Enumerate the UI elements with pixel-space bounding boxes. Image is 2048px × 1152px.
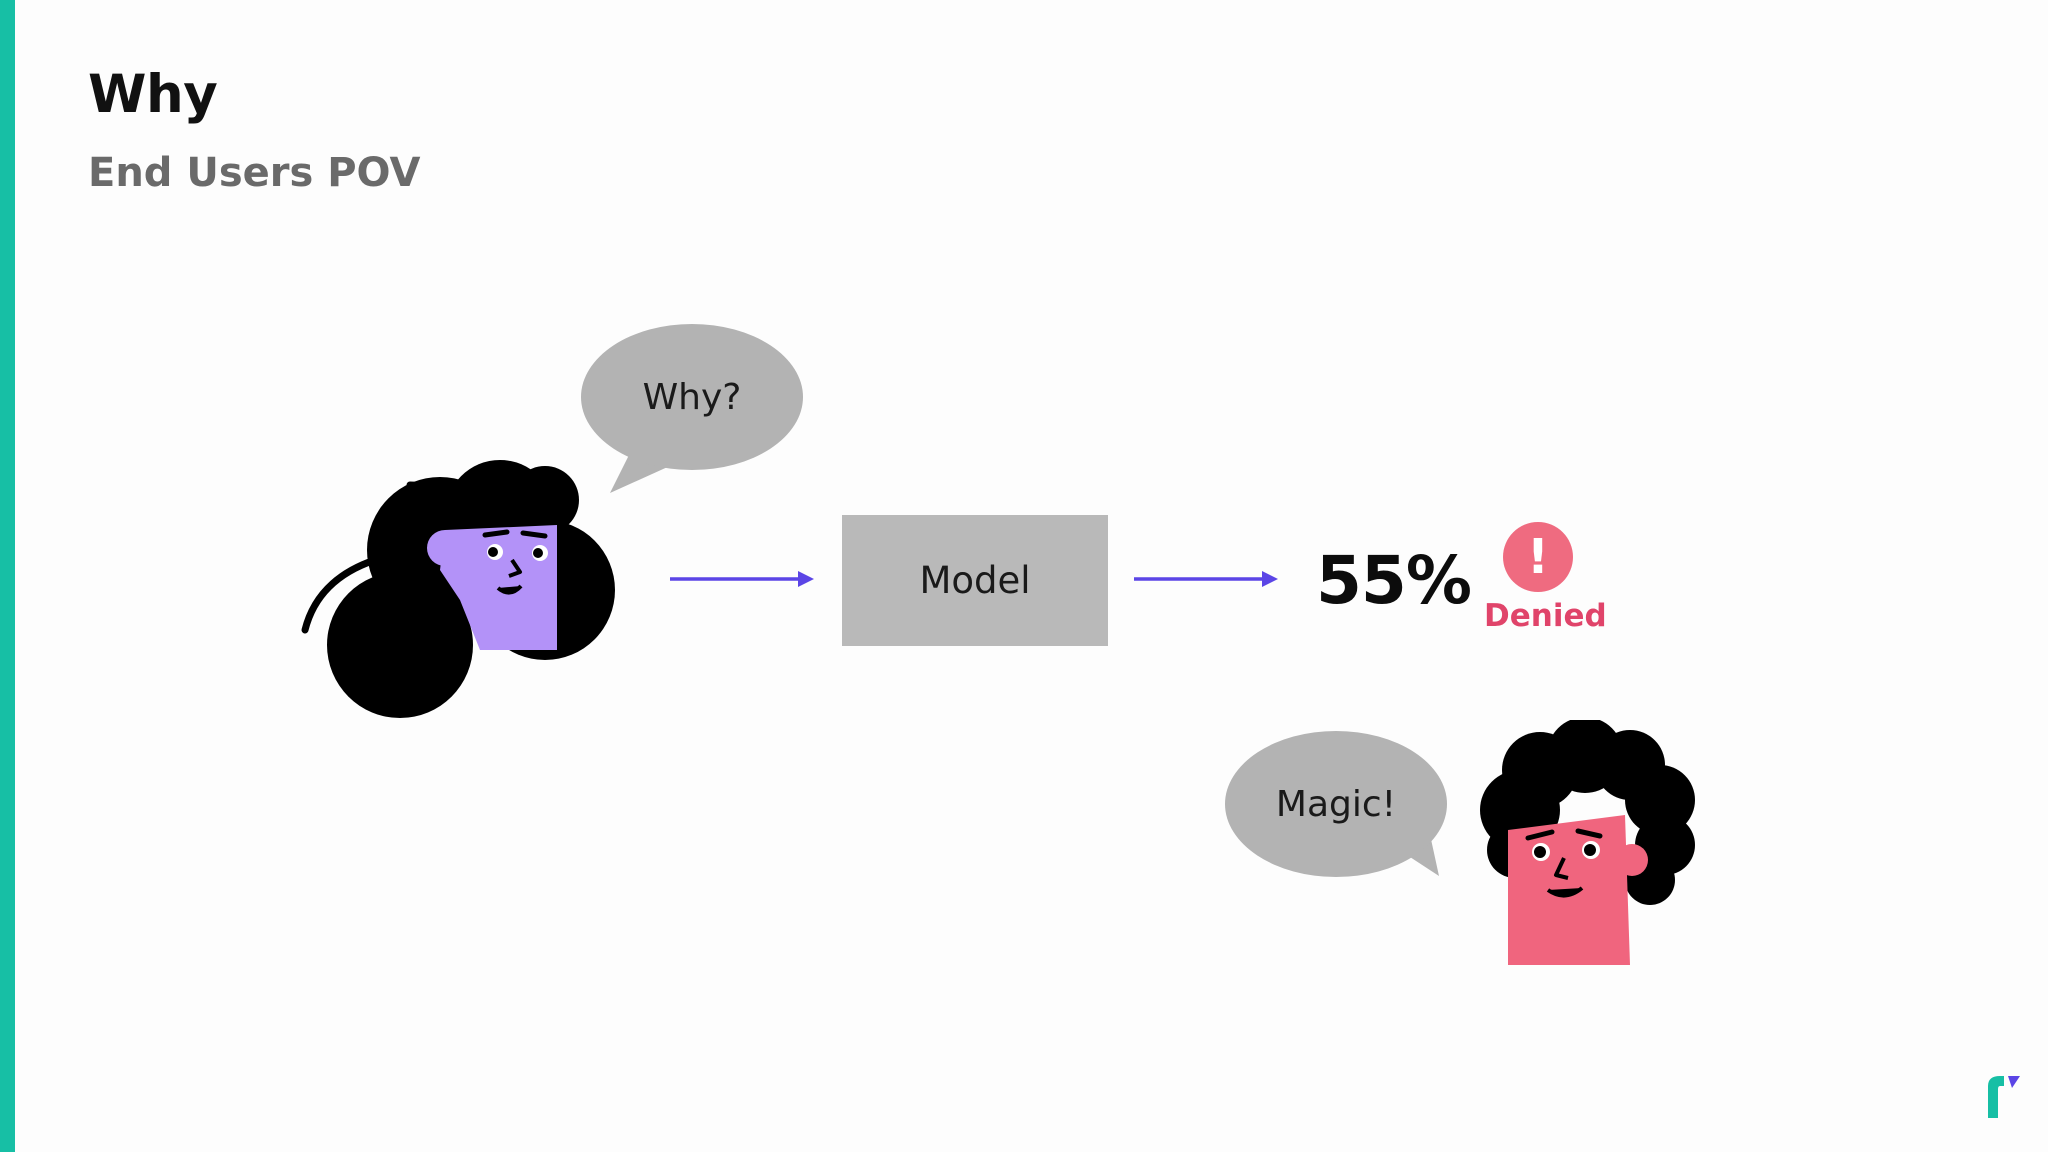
accent-bar	[0, 0, 15, 1152]
speech-bubble-question: Why?	[580, 323, 804, 493]
slide-title: Why	[88, 64, 218, 125]
speech-bubble-answer: Magic!	[1224, 730, 1448, 878]
brand-logo	[1988, 1076, 2020, 1118]
arrow-to-score	[1134, 571, 1278, 587]
score-value: 55%	[1316, 542, 1472, 619]
exclamation-alert-icon: !	[1503, 522, 1573, 592]
speech-bubble-question-text: Why?	[642, 376, 742, 418]
speech-bubble-answer-text: Magic!	[1275, 783, 1397, 825]
end-user-illustration	[301, 460, 615, 718]
model-box: Model	[842, 515, 1108, 646]
slide-subtitle: End Users POV	[88, 150, 421, 196]
model-label: Model	[919, 559, 1031, 602]
arrow-to-model	[670, 571, 814, 587]
status-label: Denied	[1484, 598, 1607, 634]
data-scientist-illustration	[1480, 720, 1695, 965]
